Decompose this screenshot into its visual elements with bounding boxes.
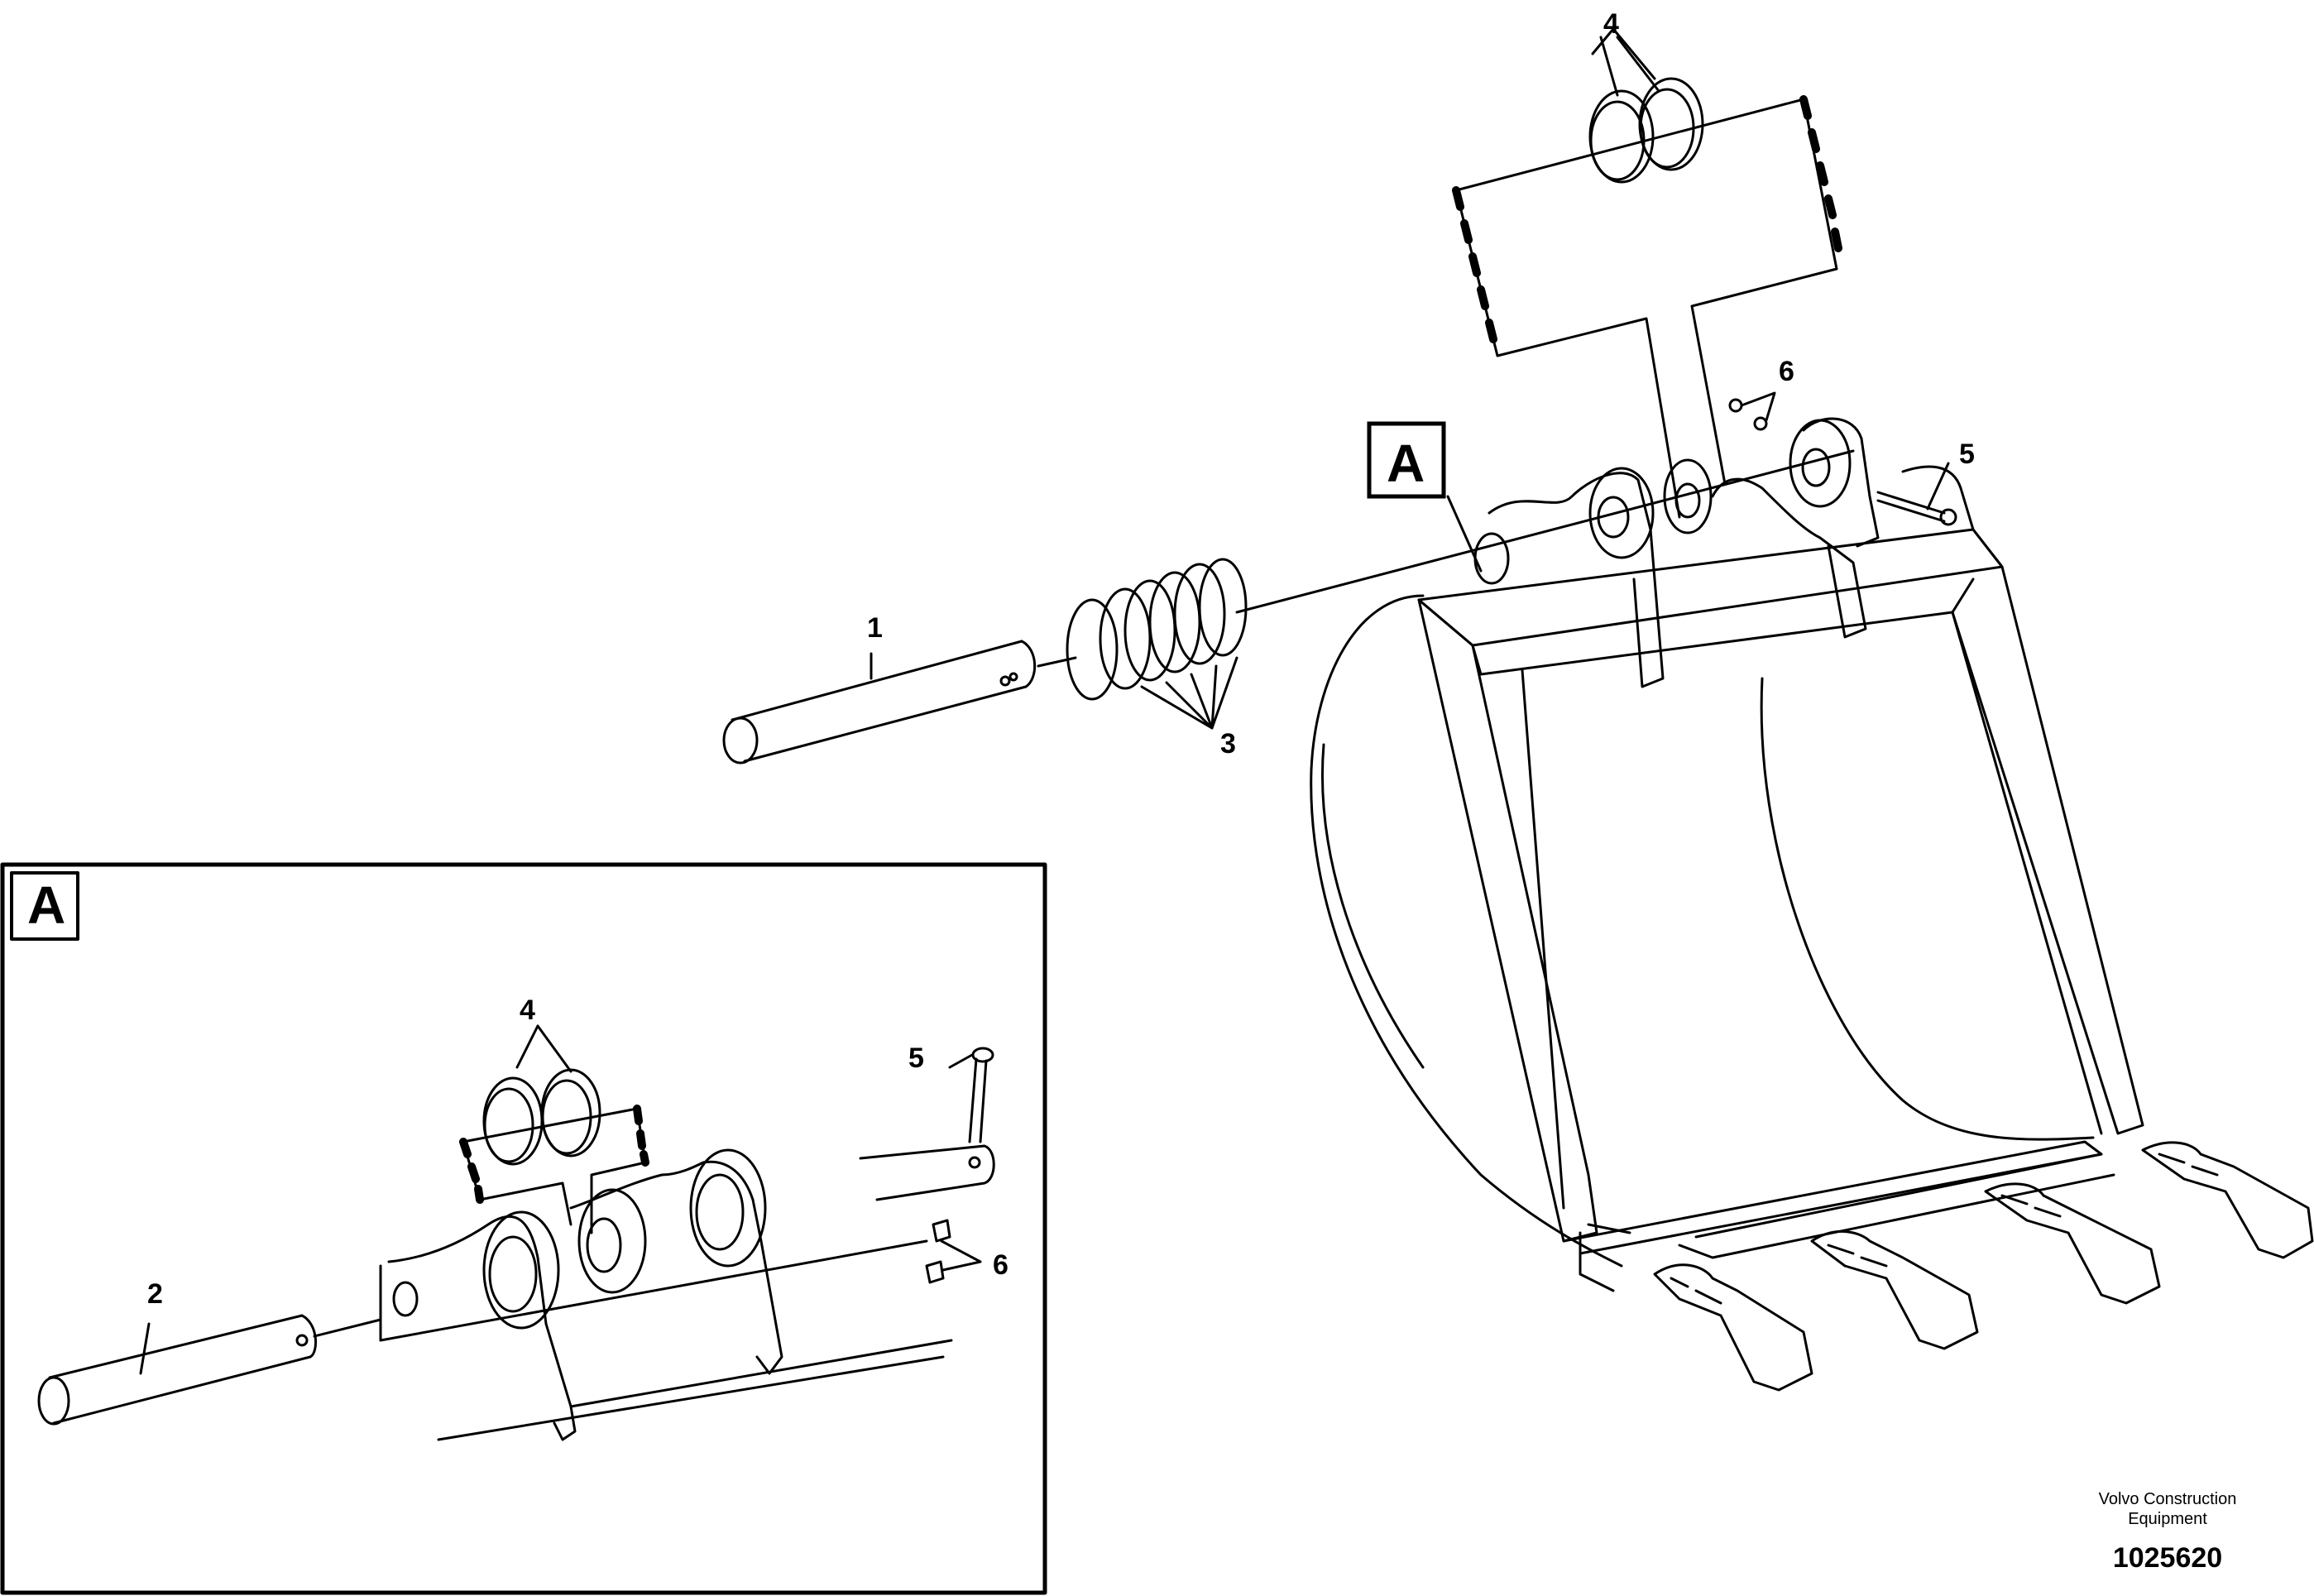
callout-3: 3 — [1220, 728, 1236, 760]
document-number: 1025620 — [2112, 1542, 2223, 1574]
bucket-teeth — [1653, 1141, 2314, 1392]
callout-6-main: 6 — [1779, 356, 1794, 387]
bucket — [1310, 417, 2314, 1392]
ring-a — [1473, 532, 1510, 585]
detail-a-marker-box — [1367, 421, 1446, 499]
detail-a-label: A — [27, 875, 65, 935]
marker-a-leader — [1446, 495, 1483, 573]
detail-a-marker: A — [1387, 434, 1425, 493]
detail-a-label-box — [10, 871, 79, 941]
axis-line-1 — [1037, 656, 1077, 668]
detail-a-frame — [0, 862, 1047, 1595]
brand-line-2: Equipment — [2128, 1510, 2207, 1528]
bolt-5-main — [1876, 462, 1957, 526]
callout-2: 2 — [147, 1278, 163, 1310]
callout-4-main: 4 — [1603, 8, 1619, 40]
footer-block: Volvo Construction Equipment 1025620 — [2052, 1489, 2283, 1574]
axis-line-2 — [1235, 449, 1855, 614]
detail-a-assembly — [37, 1024, 995, 1441]
callout-1: 1 — [867, 612, 883, 644]
callout-4-detail: 4 — [520, 995, 535, 1026]
shims-3 — [1066, 558, 1248, 730]
callout-5-detail: 5 — [908, 1042, 924, 1074]
callout-5-main: 5 — [1959, 439, 1975, 470]
callout-6-detail: 6 — [993, 1249, 1008, 1281]
pin-1 — [722, 640, 1037, 764]
nuts-6-main — [1728, 391, 1776, 431]
o-rings-4-main — [1452, 27, 1842, 519]
brand-line-1: Volvo Construction — [2098, 1490, 2237, 1508]
